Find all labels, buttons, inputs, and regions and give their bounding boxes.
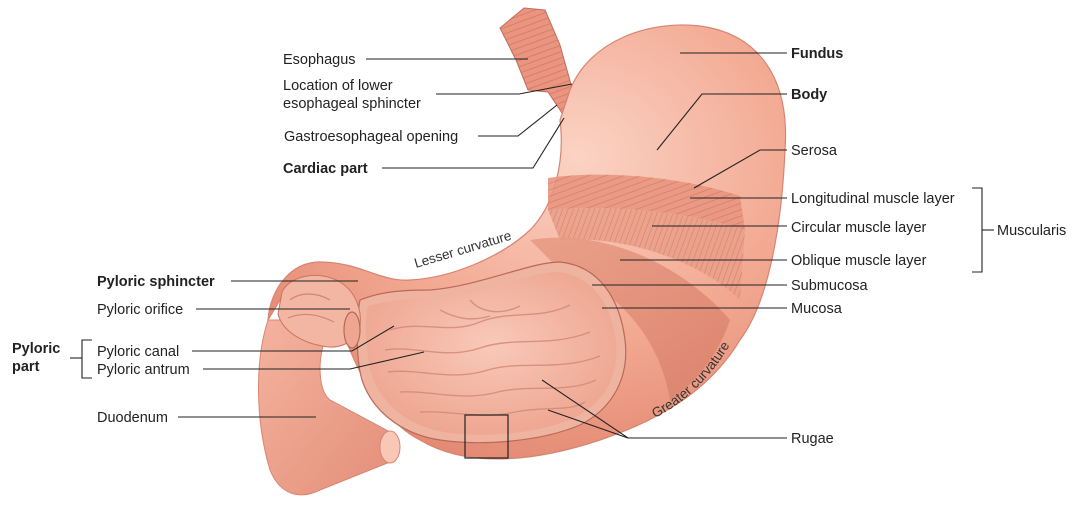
label-les-line2: esophageal sphincter bbox=[283, 96, 421, 112]
oblique-layer bbox=[530, 237, 730, 400]
label-pyloric-sphincter: Pyloric sphincter bbox=[97, 274, 215, 290]
magnify-box bbox=[464, 414, 509, 459]
label-pyloric-canal: Pyloric canal bbox=[97, 344, 179, 360]
label-oblique: Oblique muscle layer bbox=[791, 253, 927, 269]
label-rugae: Rugae bbox=[791, 431, 834, 447]
label-pyloric-antrum: Pyloric antrum bbox=[97, 362, 190, 378]
label-les-line1: Location of lower bbox=[283, 78, 393, 94]
duodenum-opening bbox=[379, 430, 401, 464]
label-submucosa: Submucosa bbox=[791, 278, 869, 294]
longitudinal-layer bbox=[548, 174, 745, 230]
label-fundus: Fundus bbox=[791, 46, 843, 62]
label-circular: Circular muscle layer bbox=[791, 220, 927, 236]
label-longitudinal: Longitudinal muscle layer bbox=[791, 191, 955, 207]
label-cardiac-part: Cardiac part bbox=[283, 161, 368, 177]
label-muscularis: Muscularis bbox=[997, 223, 1066, 239]
label-body: Body bbox=[791, 87, 827, 103]
label-pyloric-orifice: Pyloric orifice bbox=[97, 302, 183, 318]
label-serosa: Serosa bbox=[791, 143, 838, 159]
label-pyloric-part-line2: part bbox=[12, 359, 40, 375]
mucosa-interior bbox=[365, 272, 617, 435]
label-duodenum: Duodenum bbox=[97, 410, 168, 426]
circular-layer bbox=[548, 208, 745, 300]
pyloric-sphincter-ring bbox=[343, 311, 361, 349]
duodenum-shape bbox=[258, 319, 398, 496]
leader-lines bbox=[70, 52, 994, 439]
label-pyloric-part-line1: Pyloric bbox=[12, 341, 60, 357]
rugae-folds bbox=[384, 299, 601, 416]
label-mucosa: Mucosa bbox=[791, 301, 843, 317]
label-esophagus: Esophagus bbox=[283, 52, 356, 68]
label-ge-opening: Gastroesophageal opening bbox=[284, 129, 458, 145]
